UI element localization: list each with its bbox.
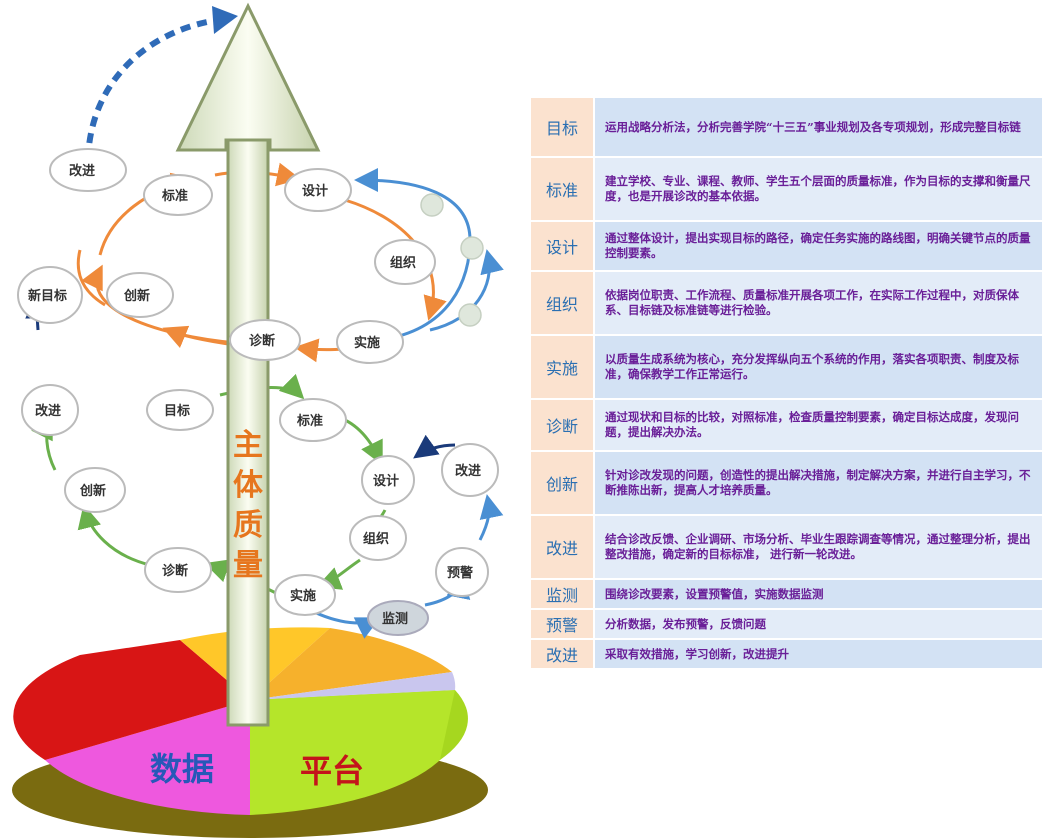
table-row: 组织依据岗位职责、工作流程、质量标准开展各项工作，在实际工作过程中，对质保体系、…: [529, 270, 1044, 336]
description-cell: 建立学校、专业、课程、教师、学生五个层面的质量标准，作为目标的支撑和衡量尺度，也…: [593, 156, 1044, 222]
svg-text:组织: 组织: [390, 255, 416, 271]
cloud-node: 标准: [279, 398, 347, 442]
central-axis-arrow: 主 体 质 量: [175, 2, 321, 727]
cloud-node: 实施: [336, 320, 404, 364]
table-row: 目标运用战略分析法，分析完善学院“十三五”事业规划及各专项规划，形成完整目标链: [529, 96, 1044, 158]
cloud-node: 改进: [441, 443, 499, 497]
description-cell: 依据岗位职责、工作流程、质量标准开展各项工作，在实际工作过程中，对质保体系、目标…: [593, 270, 1044, 336]
cloud-node: 诊断: [144, 547, 212, 593]
svg-text:设计: 设计: [302, 183, 328, 199]
quality-spiral-diagram: 数据 平台 主: [0, 0, 515, 840]
term-cell: 改进: [529, 638, 595, 670]
table-row: 实施以质量生成系统为核心，充分发挥纵向五个系统的作用，落实各项职责、制度及标准，…: [529, 334, 1044, 400]
svg-text:创新: 创新: [123, 288, 150, 304]
cloud-node: 组织: [374, 239, 436, 285]
term-cell: 监测: [529, 578, 595, 610]
term-cell: 创新: [529, 450, 595, 516]
svg-text:诊断: 诊断: [249, 333, 275, 349]
svg-text:标准: 标准: [161, 188, 188, 204]
svg-text:新目标: 新目标: [28, 288, 67, 304]
cloud-node: 创新: [106, 272, 174, 318]
dashed-arrow-head: [212, 6, 238, 34]
term-cell: 诊断: [529, 398, 595, 452]
svg-text:设计: 设计: [373, 473, 399, 489]
axis-char-1: 主: [233, 428, 263, 463]
table-row: 监测围绕诊改要素，设置预警值，实施数据监测: [529, 578, 1044, 610]
svg-text:改进: 改进: [69, 163, 95, 179]
svg-text:标准: 标准: [296, 413, 323, 429]
cloud-node: 预警: [435, 547, 489, 597]
term-cell: 实施: [529, 334, 595, 400]
description-table: 目标运用战略分析法，分析完善学院“十三五”事业规划及各专项规划，形成完整目标链标…: [529, 96, 1044, 670]
pie-label-platform: 平台: [300, 752, 364, 790]
axis-char-3: 质: [233, 508, 263, 543]
svg-text:实施: 实施: [290, 588, 316, 604]
svg-text:创新: 创新: [79, 483, 106, 499]
cloud-node: 实施: [274, 574, 336, 616]
description-cell: 采取有效措施，学习创新，改进提升: [593, 638, 1044, 670]
pie-label-data: 数据: [150, 750, 214, 788]
svg-text:诊断: 诊断: [162, 563, 188, 579]
bubble-dots: [420, 193, 484, 327]
description-cell: 围绕诊改要素，设置预警值，实施数据监测: [593, 578, 1044, 610]
description-cell: 通过整体设计，提出实现目标的路径，确定任务实施的路线图，明确关键节点的质量控制要…: [593, 220, 1044, 272]
cloud-node: 改进: [21, 384, 79, 436]
table-row: 改进采取有效措施，学习创新，改进提升: [529, 638, 1044, 670]
cloud-node: 新目标: [17, 266, 83, 324]
term-cell: 目标: [529, 96, 595, 158]
term-cell: 组织: [529, 270, 595, 336]
svg-text:监测: 监测: [382, 611, 408, 627]
cloud-node: 监测: [367, 600, 429, 636]
lower-loop-nodes: 目标 标准 设计 改进 组织 实施 诊断 创新 改进 预警 监测: [21, 384, 499, 636]
term-cell: 改进: [529, 514, 595, 580]
description-cell: 分析数据，发布预警，反馈问题: [593, 608, 1044, 640]
cloud-node: 创新: [64, 467, 126, 513]
axis-char-4: 量: [233, 548, 263, 583]
axis-char-2: 体: [233, 468, 264, 503]
description-cell: 运用战略分析法，分析完善学院“十三五”事业规划及各专项规划，形成完整目标链: [593, 96, 1044, 158]
upper-loop-nodes: 改进 标准 设计 组织 实施 诊断 创新 新目标: [17, 148, 436, 364]
cloud-node: 改进: [49, 148, 127, 192]
table-row: 预警分析数据，发布预警，反馈问题: [529, 608, 1044, 640]
svg-text:改进: 改进: [455, 463, 481, 479]
description-cell: 针对诊改发现的问题，创造性的提出解决措施，制定解决方案，并进行自主学习，不断推陈…: [593, 450, 1044, 516]
term-cell: 设计: [529, 220, 595, 272]
cloud-node: 诊断: [229, 319, 301, 361]
table-row: 诊断通过现状和目标的比较，对照标准，检查质量控制要素，确定目标达成度，发现问题，…: [529, 398, 1044, 452]
cloud-node: 目标: [146, 389, 214, 431]
table-row: 标准建立学校、专业、课程、教师、学生五个层面的质量标准，作为目标的支撑和衡量尺度…: [529, 156, 1044, 222]
svg-text:改进: 改进: [35, 403, 61, 419]
term-cell: 标准: [529, 156, 595, 222]
table-row: 改进结合诊改反馈、企业调研、市场分析、毕业生跟踪调查等情况，通过整理分析，提出整…: [529, 514, 1044, 580]
cloud-node: 组织: [349, 515, 407, 561]
table-row: 创新针对诊改发现的问题，创造性的提出解决措施，制定解决方案，并进行自主学习，不断…: [529, 450, 1044, 516]
description-cell: 以质量生成系统为核心，充分发挥纵向五个系统的作用，落实各项职责、制度及标准，确保…: [593, 334, 1044, 400]
svg-text:目标: 目标: [164, 403, 190, 419]
description-cell: 通过现状和目标的比较，对照标准，检查质量控制要素，确定目标达成度，发现问题，提出…: [593, 398, 1044, 452]
svg-text:实施: 实施: [354, 335, 380, 351]
outgoing-dashed-arrow: [85, 17, 219, 161]
term-cell: 预警: [529, 608, 595, 640]
cloud-node: 设计: [284, 168, 352, 212]
description-cell: 结合诊改反馈、企业调研、市场分析、毕业生跟踪调查等情况，通过整理分析，提出整改措…: [593, 514, 1044, 580]
svg-text:组织: 组织: [363, 531, 389, 547]
table-row: 设计通过整体设计，提出实现目标的路径，确定任务实施的路线图，明确关键节点的质量控…: [529, 220, 1044, 272]
cloud-node: 设计: [361, 455, 415, 505]
svg-text:预警: 预警: [447, 565, 473, 581]
pie-base: 数据 平台: [12, 627, 488, 838]
cloud-node: 标准: [143, 174, 213, 216]
